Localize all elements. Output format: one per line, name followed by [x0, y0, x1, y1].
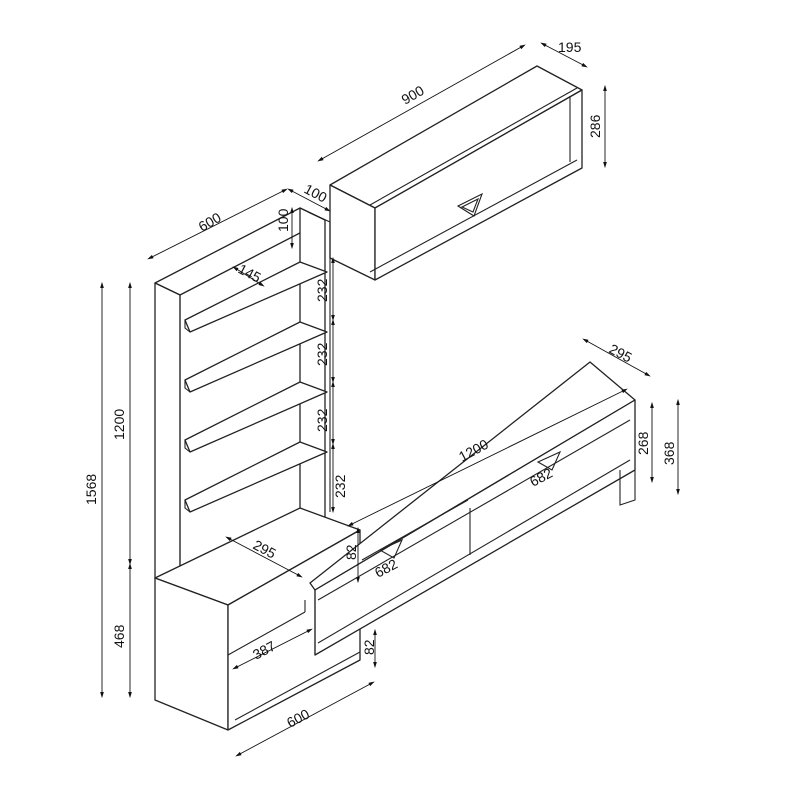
dim-wall-depth: 195: [558, 39, 582, 55]
dimension-lines: [100, 42, 680, 757]
shelf-unit: [154, 207, 331, 586]
dim-shelf-width: 600: [196, 209, 224, 235]
dim-shelf-spacing-2: 232: [314, 342, 330, 366]
dim-shelf-spacing-1: 232: [314, 278, 330, 302]
dim-tv-body-height: 268: [635, 431, 651, 455]
dim-shelf-spacing-4: 232: [332, 474, 348, 498]
dim-lower-width: 600: [284, 705, 312, 730]
handle-icon: [456, 192, 483, 217]
dim-leg-height: 82: [361, 639, 377, 655]
dim-lower-height: 468: [111, 624, 127, 648]
dim-shelf-spacing-3: 232: [314, 408, 330, 432]
dim-wall-height: 286: [587, 114, 603, 138]
dim-total-height: 1568: [83, 474, 99, 505]
dim-tv-total-height: 368: [661, 441, 677, 465]
wall-cabinet: [329, 65, 583, 281]
dim-wall-width: 900: [399, 82, 427, 108]
drawer-handle-icon: [378, 538, 404, 559]
dim-drawer-height: 82: [343, 544, 359, 560]
dim-wall-gap: 100: [302, 181, 330, 206]
dim-top-offset: 100: [275, 208, 291, 232]
dim-tv-depth: 295: [607, 341, 635, 366]
tv-unit: [309, 361, 636, 656]
dim-upper-height: 1200: [111, 409, 127, 440]
